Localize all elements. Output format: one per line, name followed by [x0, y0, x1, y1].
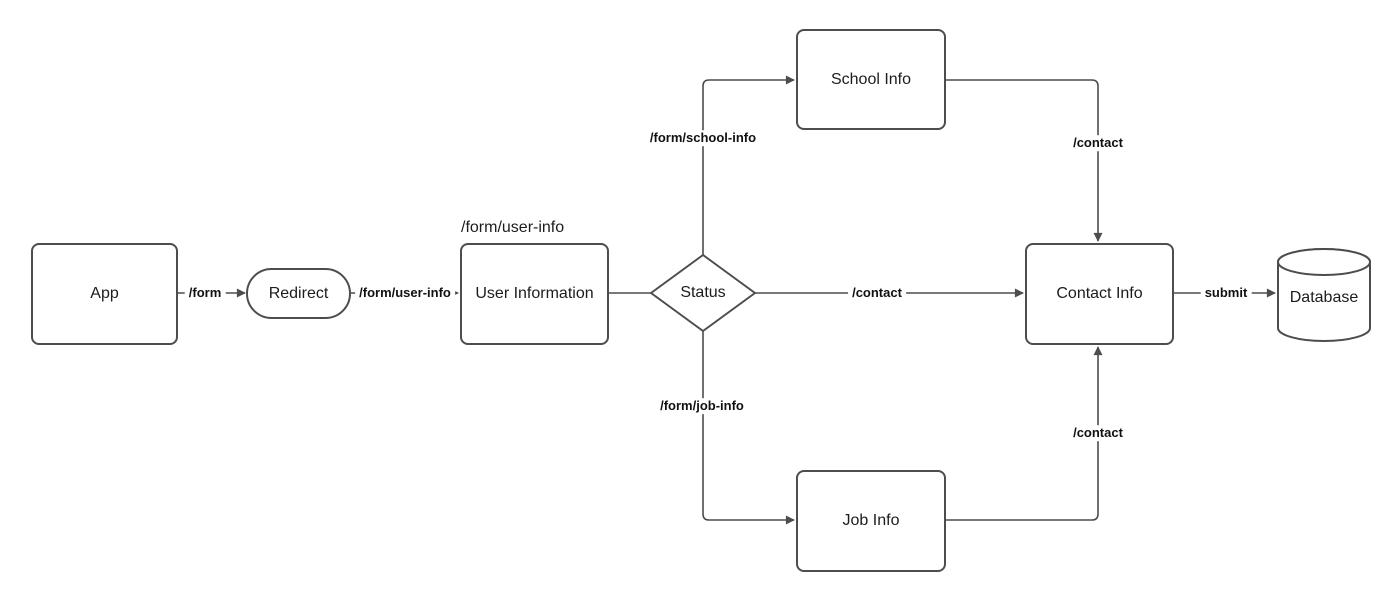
node-database-shape	[1277, 248, 1371, 342]
user-information-caption: /form/user-info	[461, 219, 565, 236]
node-user-information: User Information	[460, 243, 609, 345]
node-contact-info-label: Contact Info	[1056, 285, 1143, 302]
edge-label-form-job-info: /form/job-info	[656, 398, 748, 414]
node-school-info-label: School Info	[830, 70, 912, 88]
edge-job-info-to-contact-info	[946, 346, 1103, 521]
edge-status-to-school-info	[702, 75, 795, 255]
node-user-information-label: User Information	[475, 285, 594, 302]
edge-label-contact-middle: /contact	[848, 285, 906, 301]
edge-label-form-school-info: /form/school-info	[645, 130, 761, 146]
node-app-label: App	[90, 285, 119, 302]
node-status-label: Status	[680, 284, 726, 301]
edge-label-contact-top: /contact	[1069, 135, 1127, 151]
edge-label-form: /form	[184, 285, 226, 301]
edge-label-form-user-info: /form/user-info	[355, 285, 455, 301]
node-status-shape	[650, 254, 756, 332]
edge-label-submit: submit	[1200, 285, 1252, 301]
node-database-label: Database	[1289, 289, 1359, 306]
edge-label-contact-bottom: /contact	[1069, 425, 1127, 441]
node-school-info: School Info	[796, 29, 946, 130]
edge-status-to-job-info	[702, 331, 795, 525]
node-app: App	[31, 243, 178, 345]
node-contact-info: Contact Info	[1025, 243, 1174, 345]
edge-school-info-to-contact-info	[946, 79, 1103, 242]
node-redirect: Redirect	[246, 268, 351, 319]
node-job-info-label: Job Info	[842, 512, 900, 529]
node-redirect-label: Redirect	[268, 284, 329, 302]
node-job-info: Job Info	[796, 470, 946, 572]
